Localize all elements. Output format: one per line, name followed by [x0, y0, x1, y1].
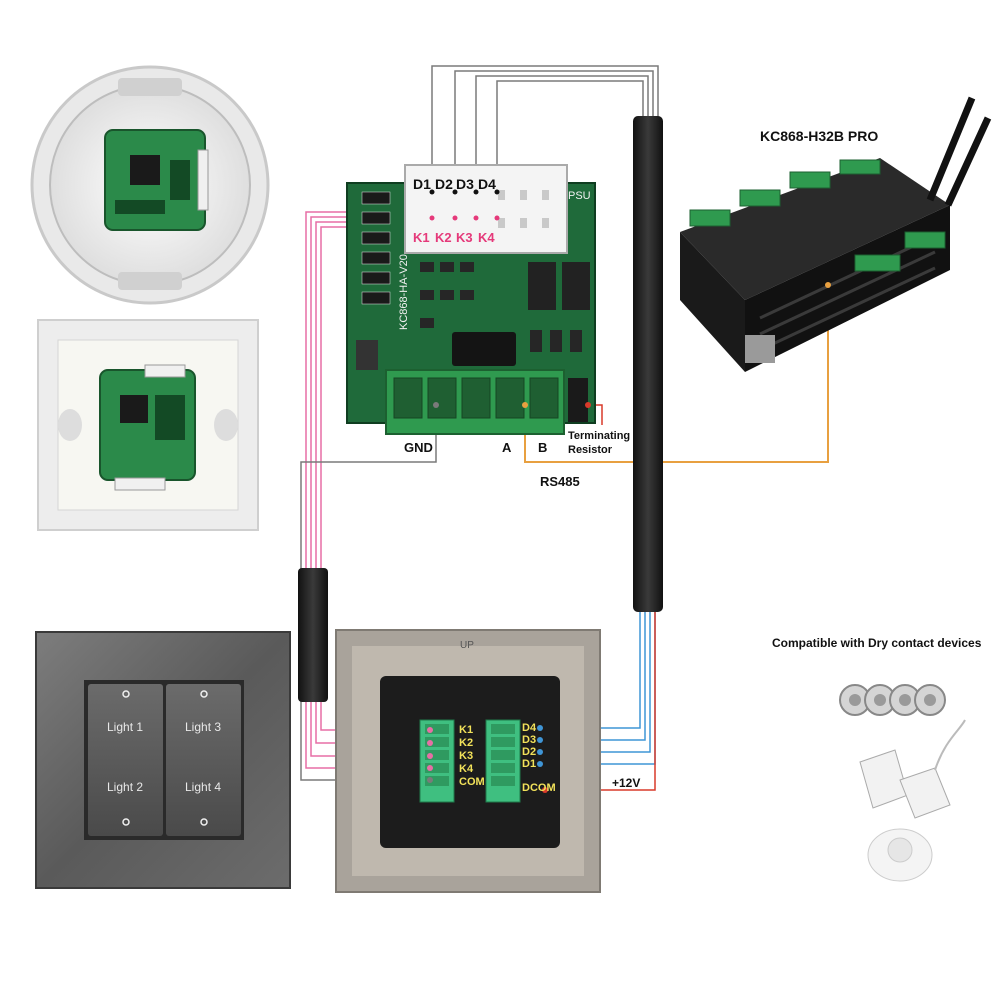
back-com-label: COM [459, 776, 485, 788]
back-d4-label: D4 [522, 722, 537, 734]
rs485-label: RS485 [540, 474, 580, 489]
d-signal-wires [431, 65, 659, 180]
switch-back-panel [335, 629, 601, 893]
d1-terminal-label: D1 [413, 176, 431, 192]
back-d1-label: D1 [522, 758, 537, 770]
back-k4-label: K4 [459, 763, 474, 775]
dry-contact-caption: Compatible with Dry contact devices [772, 636, 982, 650]
d2-terminal-label: D2 [435, 176, 453, 192]
resistor-label: Resistor [568, 444, 613, 456]
right-cable-sleeve [633, 116, 663, 612]
gnd-label: GND [404, 440, 433, 455]
board-model-label: KC868-HA-V20 [398, 254, 410, 330]
light-3-label: Light 3 [185, 720, 222, 734]
light-1-label: Light 1 [107, 720, 144, 734]
back-dcom-label: DCOM [522, 782, 556, 794]
k2-label: K2 [435, 230, 452, 245]
light-4-label: Light 4 [185, 780, 222, 794]
dry-contact-devices [839, 684, 966, 882]
k4-label: K4 [478, 230, 495, 245]
round-box-photo [30, 65, 270, 305]
relay-board [346, 164, 596, 435]
back-d2-label: D2 [522, 746, 537, 758]
up-label: UP [460, 640, 474, 651]
left-cable-sleeve [298, 568, 328, 702]
k3-label: K3 [456, 230, 473, 245]
controller-title: KC868-H32B PRO [760, 128, 879, 144]
light-2-label: Light 2 [107, 780, 144, 794]
b-label: B [538, 440, 548, 455]
back-d3-label: D3 [522, 734, 537, 746]
d4-terminal-label: D4 [478, 176, 496, 192]
back-k3-label: K3 [459, 750, 474, 762]
power-label: +12V [612, 776, 641, 790]
square-box-photo [37, 319, 259, 531]
controller-device [680, 96, 992, 372]
d3-terminal-label: D3 [456, 176, 474, 192]
k1-label: K1 [413, 230, 430, 245]
back-k1-label: K1 [459, 724, 474, 736]
psu-label: PSU [568, 190, 591, 202]
connector-dots [429, 189, 528, 408]
wall-switch-panel [35, 631, 291, 889]
a-label: A [502, 440, 512, 455]
back-k2-label: K2 [459, 737, 474, 749]
terminating-label: Terminating [568, 430, 631, 442]
